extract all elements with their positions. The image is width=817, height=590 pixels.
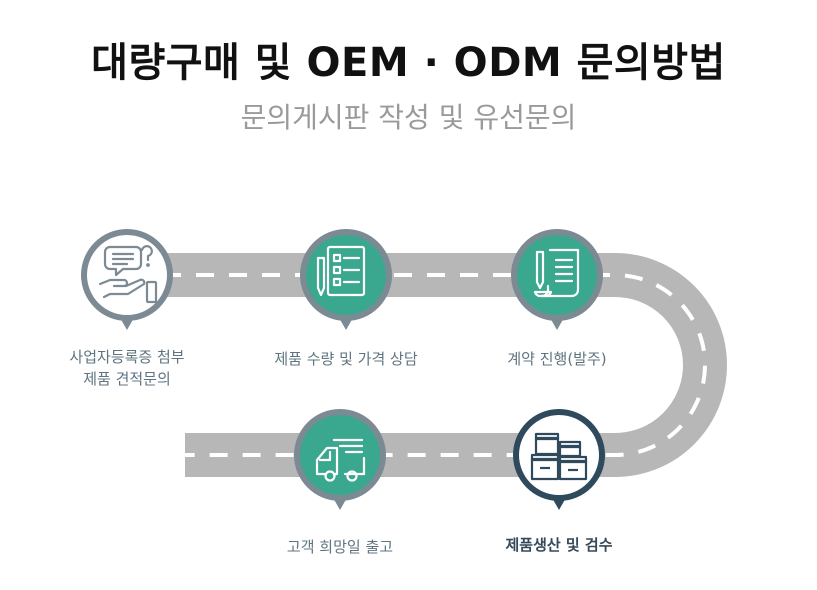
step-5-marker xyxy=(294,409,386,510)
step-3-label: 계약 진행(발주) xyxy=(507,350,607,368)
step-2-label: 제품 수량 및 가격 상담 xyxy=(274,350,418,368)
page-subtitle: 문의게시판 작성 및 유선문의 xyxy=(240,101,577,134)
contract-pen-icon xyxy=(533,248,580,298)
step-1-label: 사업자등록증 첨부 제품 견적문의 xyxy=(47,347,207,391)
road-center-dashes xyxy=(130,273,707,457)
step-4-marker xyxy=(513,409,605,510)
step-3-marker xyxy=(511,229,603,330)
step-4-label: 제품생산 및 검수 xyxy=(505,536,613,554)
hand-question-icon xyxy=(98,245,158,304)
step-5-label: 고객 희망일 출고 xyxy=(286,538,394,556)
page-title: 대량구매 및 OEM · ODM 문의방법 xyxy=(91,40,726,86)
step-2-marker xyxy=(300,229,392,330)
step-1-label-line1: 사업자등록증 첨부 xyxy=(69,348,185,366)
stacked-boxes-icon xyxy=(530,432,588,481)
checklist-document-icon xyxy=(316,245,366,297)
step-1-marker xyxy=(81,229,173,330)
delivery-truck-icon xyxy=(315,438,366,482)
step-1-label-line2: 제품 견적문의 xyxy=(83,369,171,388)
